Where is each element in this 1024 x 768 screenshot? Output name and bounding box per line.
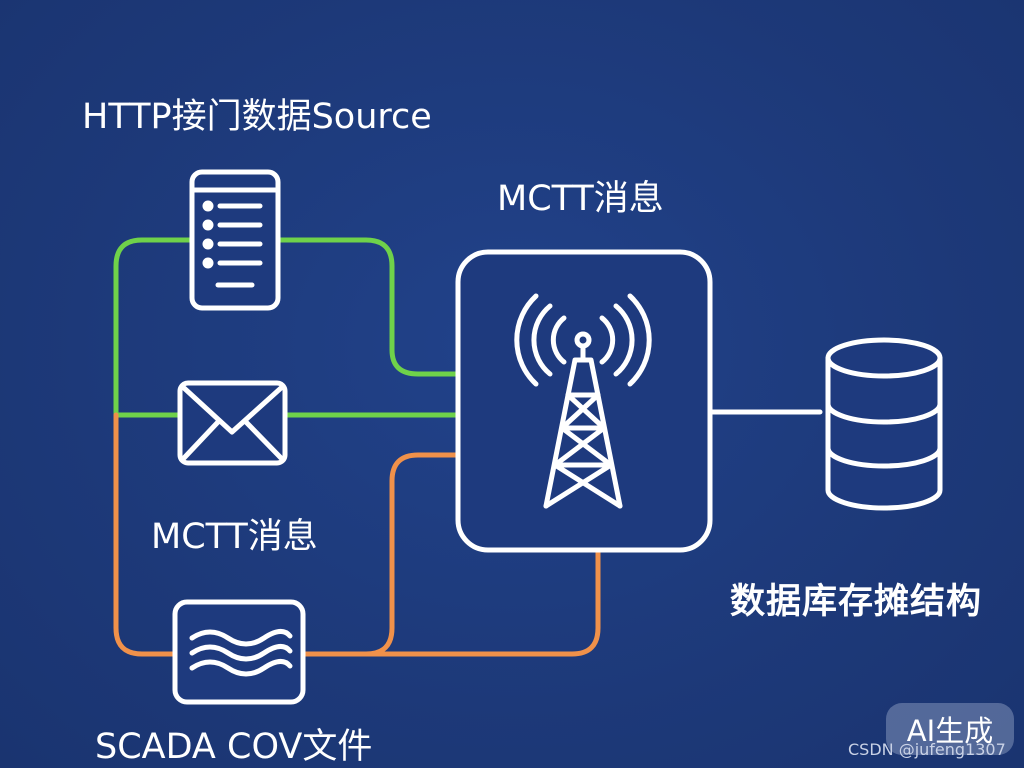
server-document-icon: [189, 169, 281, 311]
orange-link-broker-bottom: [363, 545, 601, 657]
radio-tower-icon: [455, 249, 713, 553]
database-label: 数据库存摊结构: [730, 582, 983, 622]
database-cylinder-icon: [825, 337, 943, 511]
mctt-message-label: MCTT消息: [151, 517, 318, 557]
orange-link-broker-to-scada: [300, 452, 461, 657]
mctt-broker-label: MCTT消息: [497, 179, 664, 219]
http-source-label: HTTP接门数据Source: [82, 97, 432, 137]
green-link-server-left: [113, 237, 195, 418]
green-connectors: [113, 237, 461, 418]
orange-connectors: [113, 412, 601, 657]
ai-generated-badge-text: AI生成: [906, 714, 994, 748]
csdn-watermark: CSDN @jufeng1307: [848, 740, 1006, 759]
green-link-server-to-broker: [275, 237, 461, 377]
orange-link-left-vertical: [113, 412, 178, 657]
ai-generated-badge: AI生成: [886, 703, 1014, 755]
wave-signal-icon: [172, 599, 306, 705]
scada-file-label: SCADA COV文件: [95, 727, 373, 767]
envelope-icon: [177, 380, 288, 466]
